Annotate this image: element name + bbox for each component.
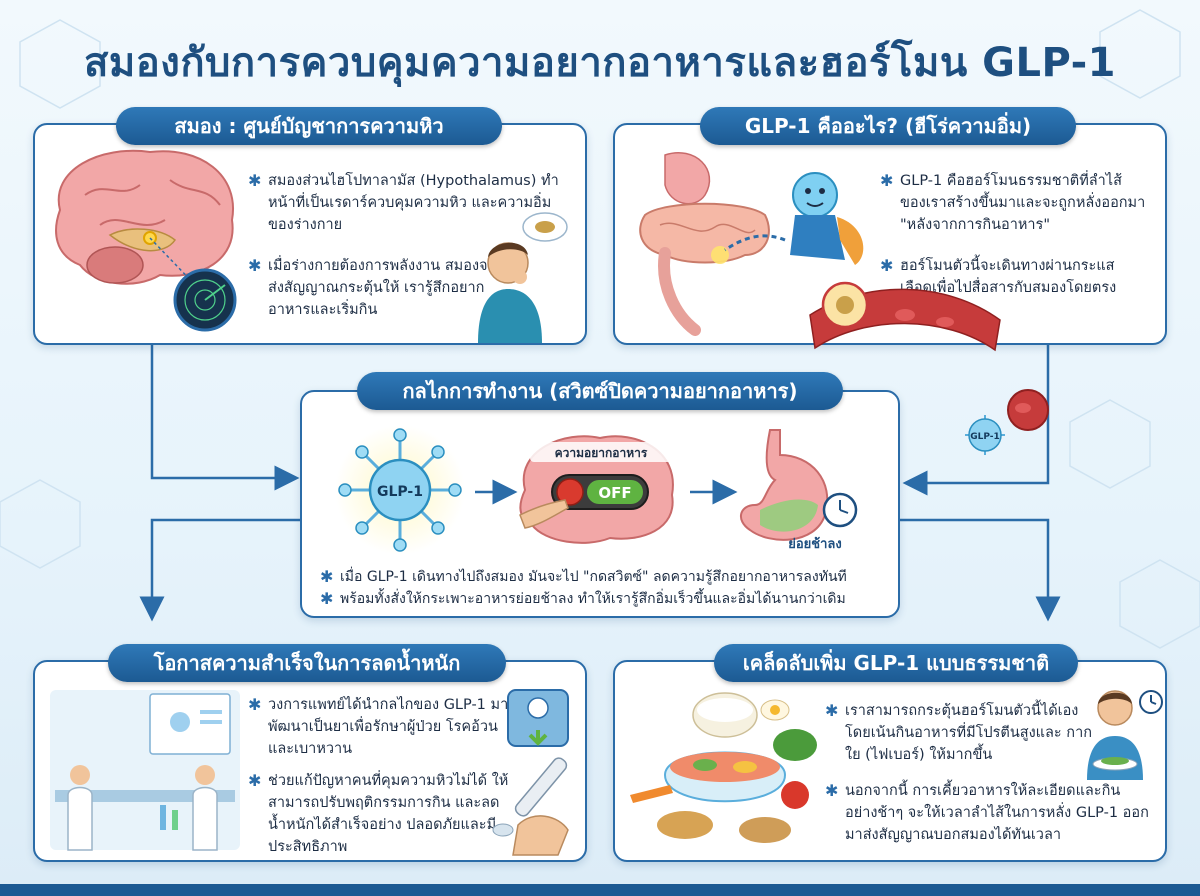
weight-card-header: โอกาสความสำเร็จในการลดน้ำหนัก [108,644,506,682]
gut-illustration [639,152,864,336]
glp1-molecule-label: GLP-1 [377,484,423,500]
weight-bullet-2: ✱ช่วยแก้ปัญหาคนที่คุมความหิวไม่ได้ ให้สา… [248,771,509,855]
page-title: สมองกับการควบคุมความอยากอาหารและฮอร์โมน … [83,40,1116,86]
glp1-card-header: GLP-1 คืออะไร? (ฮีโร่ความอิ่ม) [700,107,1076,145]
glp1-hero-icon [792,172,838,218]
brain-illustration [55,149,237,332]
mechanism-bullet-2: ✱พร้อมทั้งสั่งให้กระเพาะอาหารย่อยช้าลง ท… [320,589,846,608]
weight-bullet-1: ✱วงการแพทย์ได้นำกลไกของ GLP-1 มาพัฒนาเป็… [248,695,509,757]
arrow-brain-to-mechanism [150,345,300,491]
mechanism-bullet-1: ✱เมื่อ GLP-1 เดินทางไปถึงสมอง มันจะไป "ก… [320,567,847,586]
eating-person-illustration [1087,690,1163,780]
hungry-person-illustration [478,212,568,343]
arrow-glp1-to-mechanism [902,345,1050,496]
spinach-icon [773,729,817,761]
tips-bullet-1: ✱เราสามารถกระตุ้นฮอร์โมนตัวนี้ได้เอง โดย… [825,701,1092,763]
tomato-icon [781,781,809,809]
glp1-bullet-2: ✱ฮอร์โมนตัวนี้จะเดินทางผ่านกระแส เลือดเพ… [880,256,1117,296]
glp1-bullet-1: ✱GLP-1 คือฮอร์โมนธรรมชาติที่ลำไส้ ของเรา… [880,171,1146,233]
tips-card-header: เคล็ดลับเพิ่ม GLP-1 แบบธรรมชาติ [714,644,1078,682]
side-molecule-illustration: GLP-1 [965,389,1049,455]
injection-pen-icon [514,757,568,817]
carrot-icon [630,785,673,803]
lab-screen [149,693,231,755]
blood-vessel-illustration [809,281,1001,352]
brain-bullet-2: ✱เมื่อร่างกายต้องการพลังงาน สมองจะส่งสัญ… [248,256,496,318]
scale-and-pen-illustration [492,689,569,856]
slow-digest-label: ย่อยช้าลง [788,536,841,552]
small-glp1-label: GLP-1 [970,432,1000,442]
glp1-molecule-icon [368,458,432,522]
switch-label: OFF [598,484,631,502]
brain-card-header: สมอง : ศูนย์บัญชาการความหิว [116,107,502,145]
finger-icon [519,499,569,529]
craving-label: ความอยากอาหาร [555,446,648,460]
mechanism-illustration: GLP-1 ความอยากอาหาร OFF ย่อยช้าลง [335,425,858,555]
tips-bullet-2: ✱นอกจากนี้ การเคี้ยวอาหารให้ละเอียดและกิ… [825,781,1149,843]
mechanism-card-header: กลไกการทำงาน (สวิตซ์ปิดความอยากอาหาร) [357,372,843,410]
arrow-mechanism-to-tips [900,518,1061,622]
doctor-icon [67,786,93,851]
intestine-icon [639,202,770,264]
healthy-food-illustration [630,692,817,843]
brain-bullet-1: ✱สมองส่วนไฮโปทาลามัส (Hypothalamus) ทำหน… [248,171,559,233]
stomach-icon [664,152,711,205]
lab-illustration [50,690,240,851]
bottom-bar [0,884,1200,896]
small-glp1-icon [968,418,1002,452]
arrow-mechanism-to-weight [139,518,300,622]
